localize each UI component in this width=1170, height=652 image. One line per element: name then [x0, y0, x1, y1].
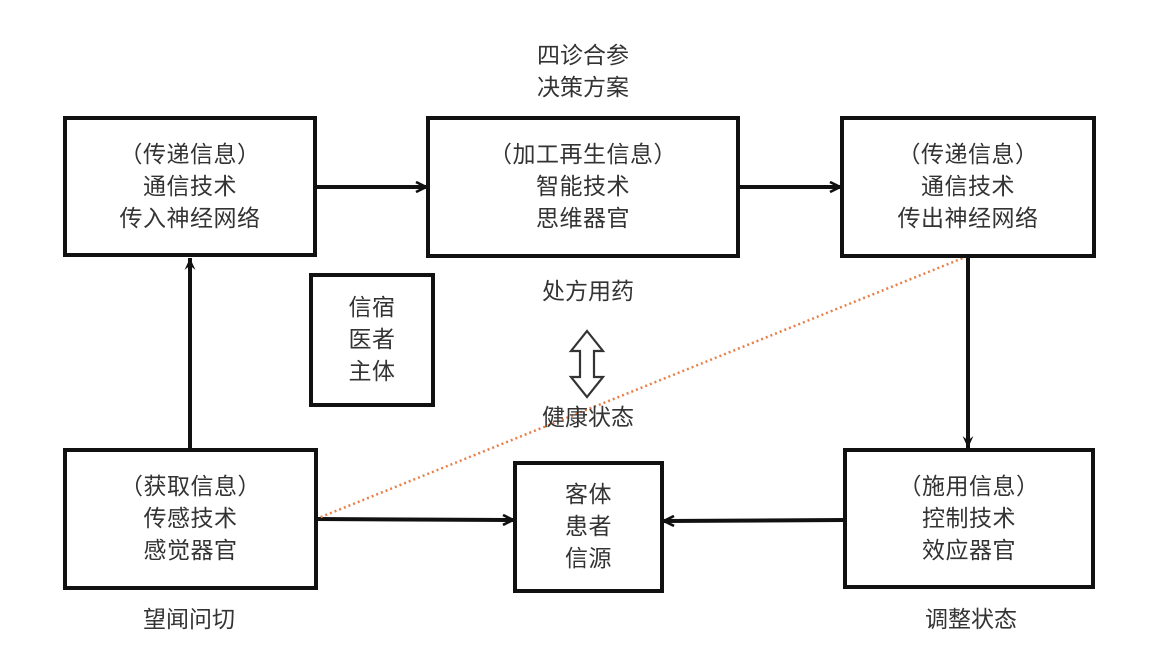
node-subject: 信宿 医者 主体 [309, 273, 435, 407]
node-line: 客体 [565, 482, 612, 508]
node-acquire: （获取信息） 传感技术 感觉器官 [63, 448, 318, 590]
node-line: 思维器官 [536, 206, 630, 232]
node-transmit-in: （传递信息） 通信技术 传入神经网络 [63, 116, 317, 257]
node-object: 客体 患者 信源 [513, 461, 664, 593]
node-transmit-out: （传递信息） 通信技术 传出神经网络 [840, 116, 1096, 258]
label-line: 四诊合参 [537, 43, 629, 69]
node-line: 传感技术 [143, 506, 238, 532]
node-line: （获取信息） [120, 474, 261, 500]
node-line: 信源 [565, 546, 612, 572]
node-process: （加工再生信息） 智能技术 思维器官 [426, 116, 740, 258]
node-line: 效应器官 [922, 537, 1016, 564]
node-line: 传入神经网络 [119, 205, 261, 232]
node-line: 医者 [348, 327, 396, 353]
arrow-apply-to-object [664, 520, 846, 521]
node-line: 患者 [565, 514, 612, 540]
label-four-diagnoses: 四诊合参 决策方案 [533, 40, 633, 104]
node-line: 控制技术 [922, 505, 1016, 532]
node-line: 主体 [348, 359, 396, 385]
node-line: 通信技术 [921, 174, 1015, 200]
node-line: 传出神经网络 [897, 206, 1039, 232]
arrow-acquire-to-object [315, 519, 513, 520]
node-line: 智能技术 [536, 174, 630, 200]
node-line: 信宿 [348, 295, 396, 321]
node-line: （施用信息） [898, 473, 1040, 500]
node-line: （传递信息） [897, 142, 1039, 168]
label-prescription: 处方用药 [542, 279, 634, 305]
label-bottom-right: 调整状态 [925, 607, 1017, 633]
node-line: 通信技术 [143, 173, 237, 200]
node-apply: （施用信息） 控制技术 效应器官 [843, 448, 1095, 589]
label-bottom-left: 望闻问切 [143, 607, 235, 633]
node-line: 感觉器官 [143, 538, 238, 564]
double-arrow-icon [568, 329, 606, 399]
label-line: 决策方案 [537, 75, 629, 101]
node-line: （传递信息） [119, 141, 261, 168]
node-line: （加工再生信息） [489, 142, 677, 168]
label-health-state: 健康状态 [542, 405, 634, 431]
